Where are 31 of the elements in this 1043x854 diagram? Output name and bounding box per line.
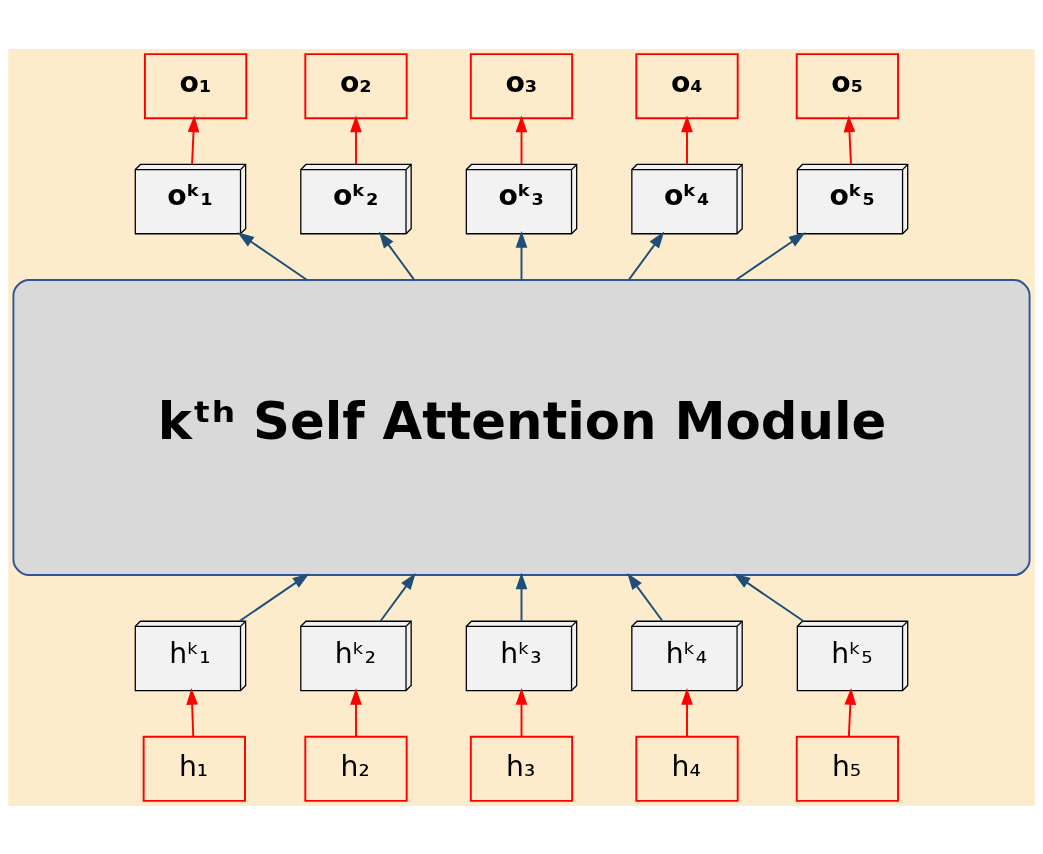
arrow [237, 231, 308, 281]
node-box: o₁ [143, 52, 248, 119]
arrow [515, 114, 528, 165]
arrow [681, 687, 693, 737]
arrow [735, 231, 806, 281]
node-box: h₁ [142, 735, 246, 802]
node-box: kᵗʰ Self Attention Module [12, 278, 1031, 576]
arrow [238, 573, 310, 622]
arrow [681, 114, 693, 165]
arrow [733, 573, 805, 622]
arrow [350, 687, 362, 737]
arrow [843, 114, 856, 165]
node-box: h₂ [304, 735, 408, 802]
arrow [379, 572, 416, 622]
arrow [627, 572, 664, 622]
arrow [628, 231, 665, 280]
arrow [378, 231, 415, 280]
arrow [186, 687, 198, 737]
node-box: h₃ [469, 735, 574, 802]
arrow [515, 687, 528, 737]
arrow [844, 687, 857, 737]
node-box: h₅ [795, 735, 900, 802]
arrow [515, 571, 528, 622]
node-box: o₅ [795, 52, 900, 119]
node-box: o₃ [469, 52, 574, 119]
node-box: h₄ [635, 735, 739, 802]
node-box: o₄ [635, 52, 739, 119]
arrow [350, 114, 362, 165]
arrow [515, 230, 528, 280]
arrow [187, 114, 200, 165]
node-box: o₂ [304, 52, 408, 119]
